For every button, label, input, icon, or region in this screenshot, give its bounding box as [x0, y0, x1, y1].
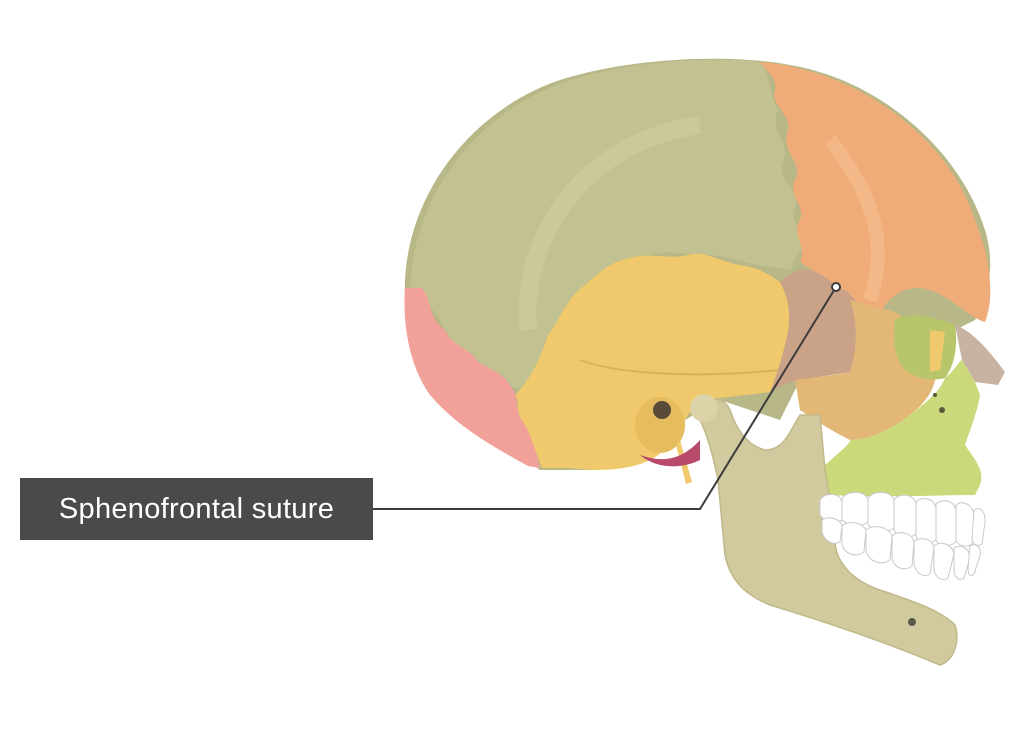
tooth-lower-6: [933, 542, 955, 581]
sphenofrontal-suture-label: Sphenofrontal suture: [20, 478, 373, 540]
tooth-upper-8: [971, 508, 986, 546]
tooth-upper-6: [935, 500, 957, 547]
tooth-lower-2: [841, 522, 867, 556]
tooth-lower-1: [821, 517, 843, 544]
mastoid-process: [635, 397, 685, 453]
tooth-upper-5: [915, 498, 937, 544]
inferior-cranium-shadow: [640, 440, 700, 467]
tooth-upper-2: [841, 491, 869, 527]
temporal-bone: [515, 253, 790, 470]
tooth-lower-7: [953, 545, 971, 580]
zygomatic-foramen: [933, 393, 937, 397]
tooth-upper-3: [867, 491, 895, 532]
sphenoid-bone: [770, 269, 870, 392]
occipital-bone: [404, 288, 540, 468]
label-leader-line: [373, 286, 837, 510]
tooth-lower-8: [967, 544, 981, 577]
upper-teeth: [819, 491, 986, 547]
parietal-inner-ridge: [518, 116, 702, 331]
mandibular-condyle: [690, 394, 718, 422]
external-acoustic-meatus: [653, 401, 671, 419]
maxilla-bone: [820, 360, 982, 497]
tooth-upper-4: [893, 494, 917, 538]
lacrimal-bone: [930, 330, 945, 372]
tooth-upper-7: [955, 502, 975, 547]
tooth-lower-5: [913, 538, 935, 577]
mental-foramen: [908, 618, 916, 626]
tooth-lower-3: [865, 526, 893, 564]
label-pointer-dot: [831, 282, 841, 292]
nasal-bone: [955, 325, 1005, 385]
label-text: Sphenofrontal suture: [58, 492, 335, 525]
zygomatic-arch-temporal: [579, 359, 781, 376]
parietal-bone: [410, 60, 804, 389]
lower-teeth: [821, 517, 981, 581]
frontal-bone: [760, 62, 991, 322]
tooth-lower-4: [891, 532, 915, 570]
infraorbital-foramen: [939, 407, 945, 413]
frontal-inner-ridge: [824, 135, 885, 303]
